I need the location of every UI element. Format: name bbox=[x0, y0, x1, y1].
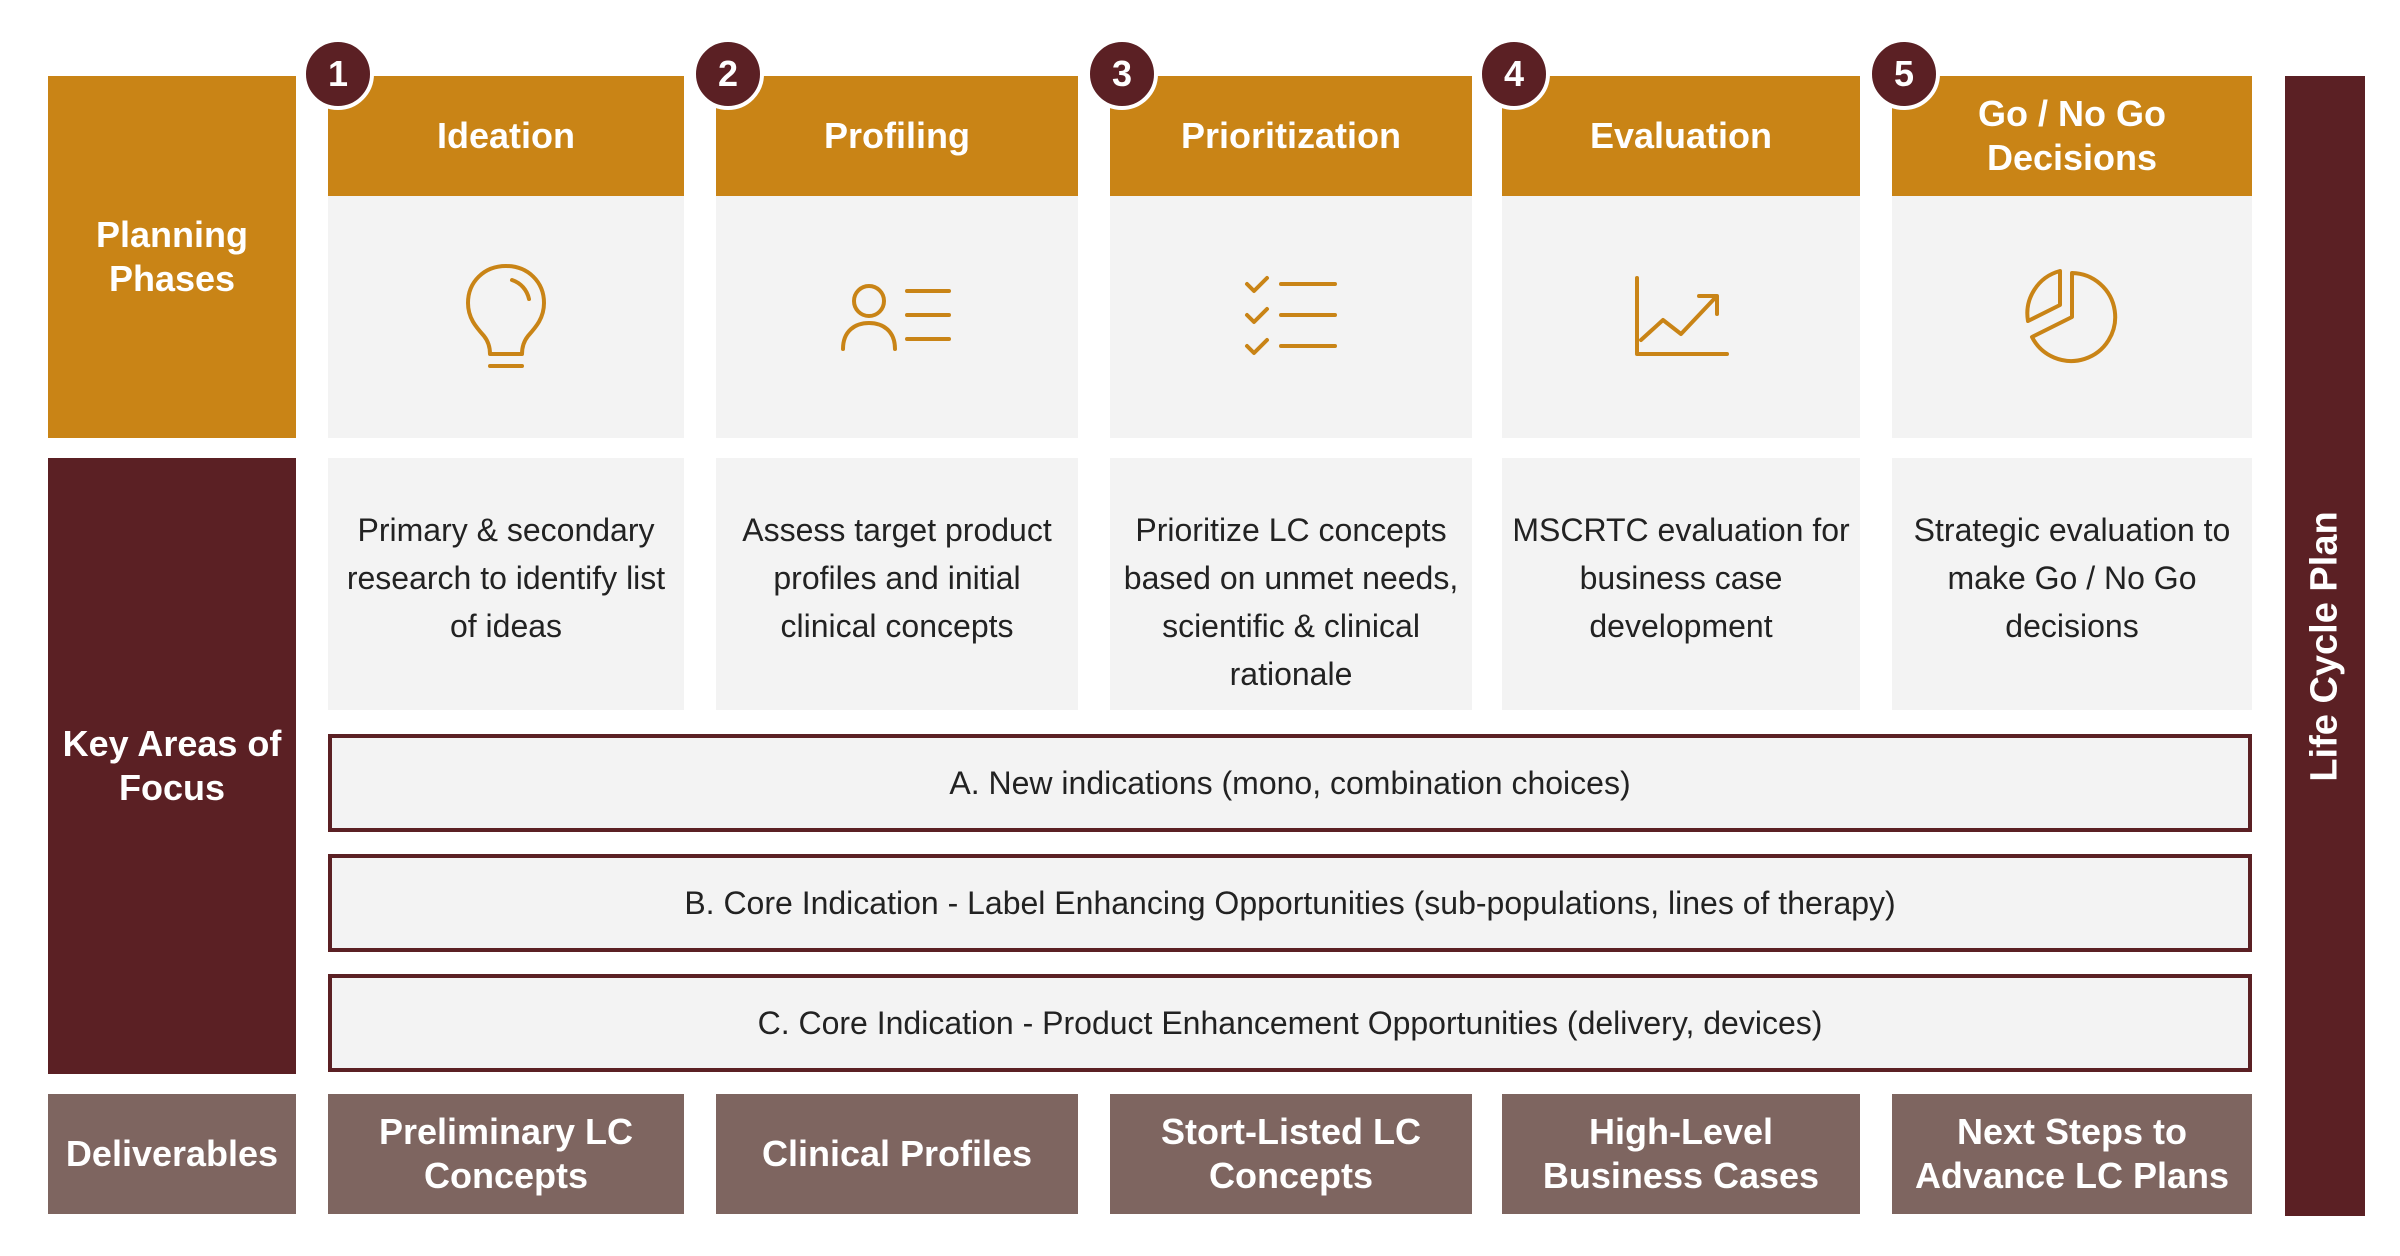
profile-list-icon bbox=[716, 196, 1078, 438]
pie-chart-icon bbox=[1892, 196, 2252, 438]
phase-description: Primary & secondary research to identify… bbox=[328, 458, 684, 710]
phase-description: Assess target product profiles and initi… bbox=[716, 458, 1078, 710]
life-cycle-plan-label: Life Cycle Plan bbox=[2303, 510, 2346, 782]
planning-phases-label: Planning Phases bbox=[48, 76, 296, 438]
focus-area-b: B. Core Indication - Label Enhancing Opp… bbox=[328, 854, 2252, 952]
deliverables-label: Deliverables bbox=[48, 1094, 296, 1214]
focus-area-c: C. Core Indication - Product Enhancement… bbox=[328, 974, 2252, 1072]
phase-title-evaluation: Evaluation bbox=[1502, 76, 1860, 196]
phase-number-badge: 1 bbox=[302, 38, 374, 110]
checklist-icon bbox=[1110, 196, 1472, 438]
phase-icon-panel bbox=[1502, 196, 1860, 438]
deliverable-box: Next Steps to Advance LC Plans bbox=[1892, 1094, 2252, 1214]
phase-number-badge: 3 bbox=[1086, 38, 1158, 110]
phase-title-profiling: Profiling bbox=[716, 76, 1078, 196]
phase-title-prioritization: Prioritization bbox=[1110, 76, 1472, 196]
focus-area-a: A. New indications (mono, combination ch… bbox=[328, 734, 2252, 832]
phase-icon-panel bbox=[328, 196, 684, 438]
key-areas-label: Key Areas of Focus bbox=[48, 458, 296, 1074]
phase-description: MSCRTC evaluation for business case deve… bbox=[1502, 458, 1860, 710]
phase-description: Prioritize LC concepts based on unmet ne… bbox=[1110, 458, 1472, 710]
phase-description: Strategic evaluation to make Go / No Go … bbox=[1892, 458, 2252, 710]
deliverable-box: Preliminary LC Concepts bbox=[328, 1094, 684, 1214]
deliverable-box: Stort-Listed LC Concepts bbox=[1110, 1094, 1472, 1214]
deliverables-text: Deliverables bbox=[65, 1133, 279, 1174]
trend-chart-icon bbox=[1502, 196, 1860, 438]
phase-number-badge: 4 bbox=[1478, 38, 1550, 110]
phase-number-badge: 5 bbox=[1868, 38, 1940, 110]
key-areas-text: Key Areas of Focus bbox=[62, 723, 282, 808]
planning-phases-text: Planning Phases bbox=[96, 214, 248, 299]
lightbulb-icon bbox=[328, 196, 684, 438]
life-cycle-plan-bar: Life Cycle Plan bbox=[2285, 76, 2365, 1216]
deliverable-box: Clinical Profiles bbox=[716, 1094, 1078, 1214]
phase-title-ideation: Ideation bbox=[328, 76, 684, 196]
phase-title-go-no-go: Go / No Go Decisions bbox=[1892, 76, 2252, 196]
deliverable-box: High-Level Business Cases bbox=[1502, 1094, 1860, 1214]
phase-icon-panel bbox=[716, 196, 1078, 438]
phase-number-badge: 2 bbox=[692, 38, 764, 110]
